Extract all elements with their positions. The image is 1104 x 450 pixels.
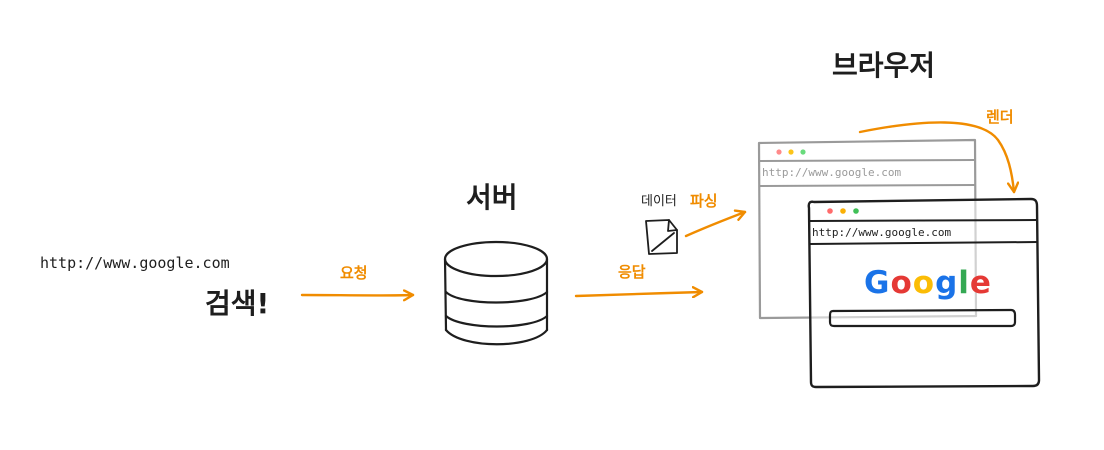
- window-minimize-dot: [840, 208, 846, 214]
- logo-letter: o: [912, 265, 936, 301]
- render-arrow: [858, 121, 1014, 194]
- google-logo: Google: [864, 268, 992, 299]
- search-label: 검색!: [205, 287, 270, 320]
- parse-label: 파싱: [690, 192, 718, 210]
- search-bar: [828, 308, 1017, 328]
- logo-letter: e: [969, 265, 992, 301]
- window-close-dot: [776, 149, 782, 155]
- request-label: 요청: [340, 264, 368, 282]
- parse-arrow: [684, 212, 747, 238]
- logo-letter: l: [958, 265, 970, 301]
- logo-letter: g: [935, 265, 959, 301]
- render-label: 렌더: [986, 108, 1014, 126]
- back-window-url: http://www.google.com: [762, 166, 902, 179]
- window-close-dot: [827, 208, 833, 214]
- document-icon: [645, 219, 678, 255]
- search-url-text: http://www.google.com: [40, 254, 230, 272]
- data-label: 데이터: [641, 194, 677, 209]
- server-title: 서버: [466, 181, 518, 214]
- browser-window-front: [807, 197, 1041, 389]
- window-maximize-dot: [853, 208, 859, 214]
- logo-letter: G: [864, 265, 891, 301]
- front-window-url: http://www.google.com: [812, 226, 952, 239]
- response-arrow: [574, 292, 704, 296]
- response-label: 응답: [618, 263, 646, 281]
- window-maximize-dot: [800, 149, 806, 155]
- browser-title: 브라우저: [832, 49, 936, 82]
- logo-letter: o: [890, 265, 913, 301]
- window-minimize-dot: [788, 149, 794, 155]
- server-database-icon: [443, 240, 549, 346]
